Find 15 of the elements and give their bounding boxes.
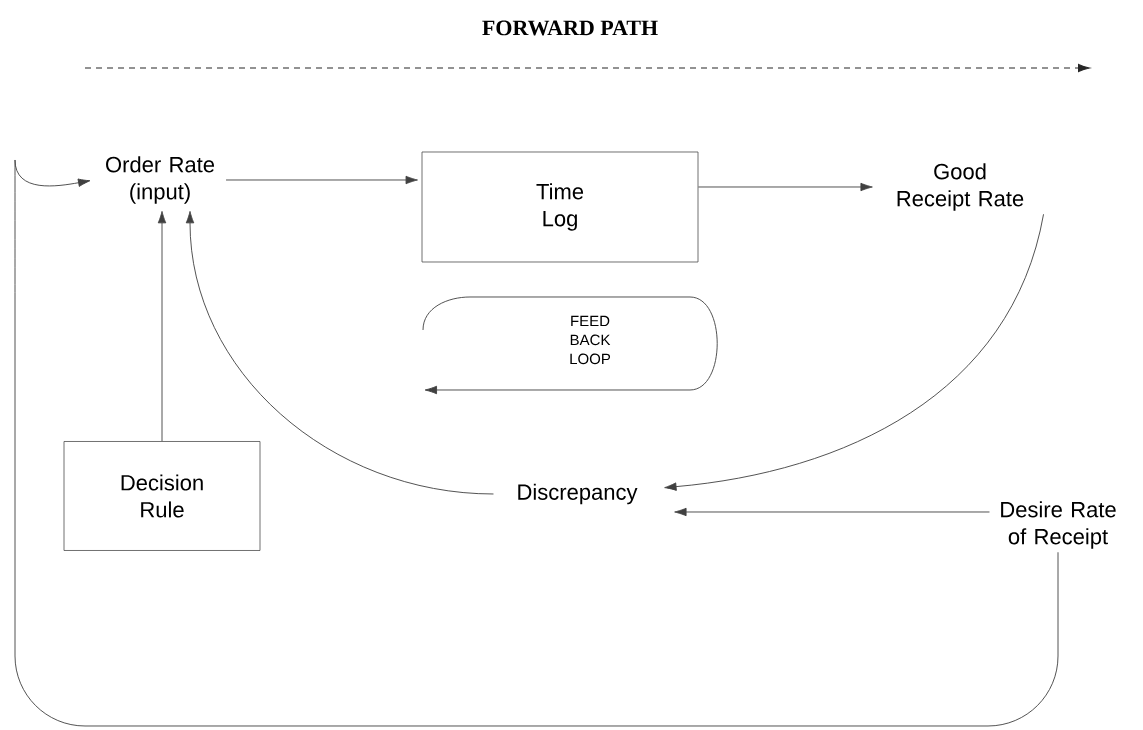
heading: FORWARD PATH: [482, 20, 658, 36]
arrow: [674, 507, 990, 517]
process-box: Decision Rule: [63, 441, 261, 551]
arrow: [225, 175, 418, 185]
text-label: Desire Rate of Receipt: [1001, 501, 1116, 549]
arrow: [185, 211, 494, 495]
text-label: Order Rate (input): [106, 156, 215, 204]
arrow: [157, 211, 167, 442]
process-box: Time Log: [421, 151, 699, 263]
loop-label: FEED BACK LOOP: [570, 315, 611, 365]
arrow: [664, 213, 1044, 491]
arrow: [14, 159, 1059, 727]
text-label: Good Receipt Rate: [897, 163, 1024, 211]
text-label: Discrepancy: [518, 483, 638, 505]
arrow: [697, 182, 873, 192]
